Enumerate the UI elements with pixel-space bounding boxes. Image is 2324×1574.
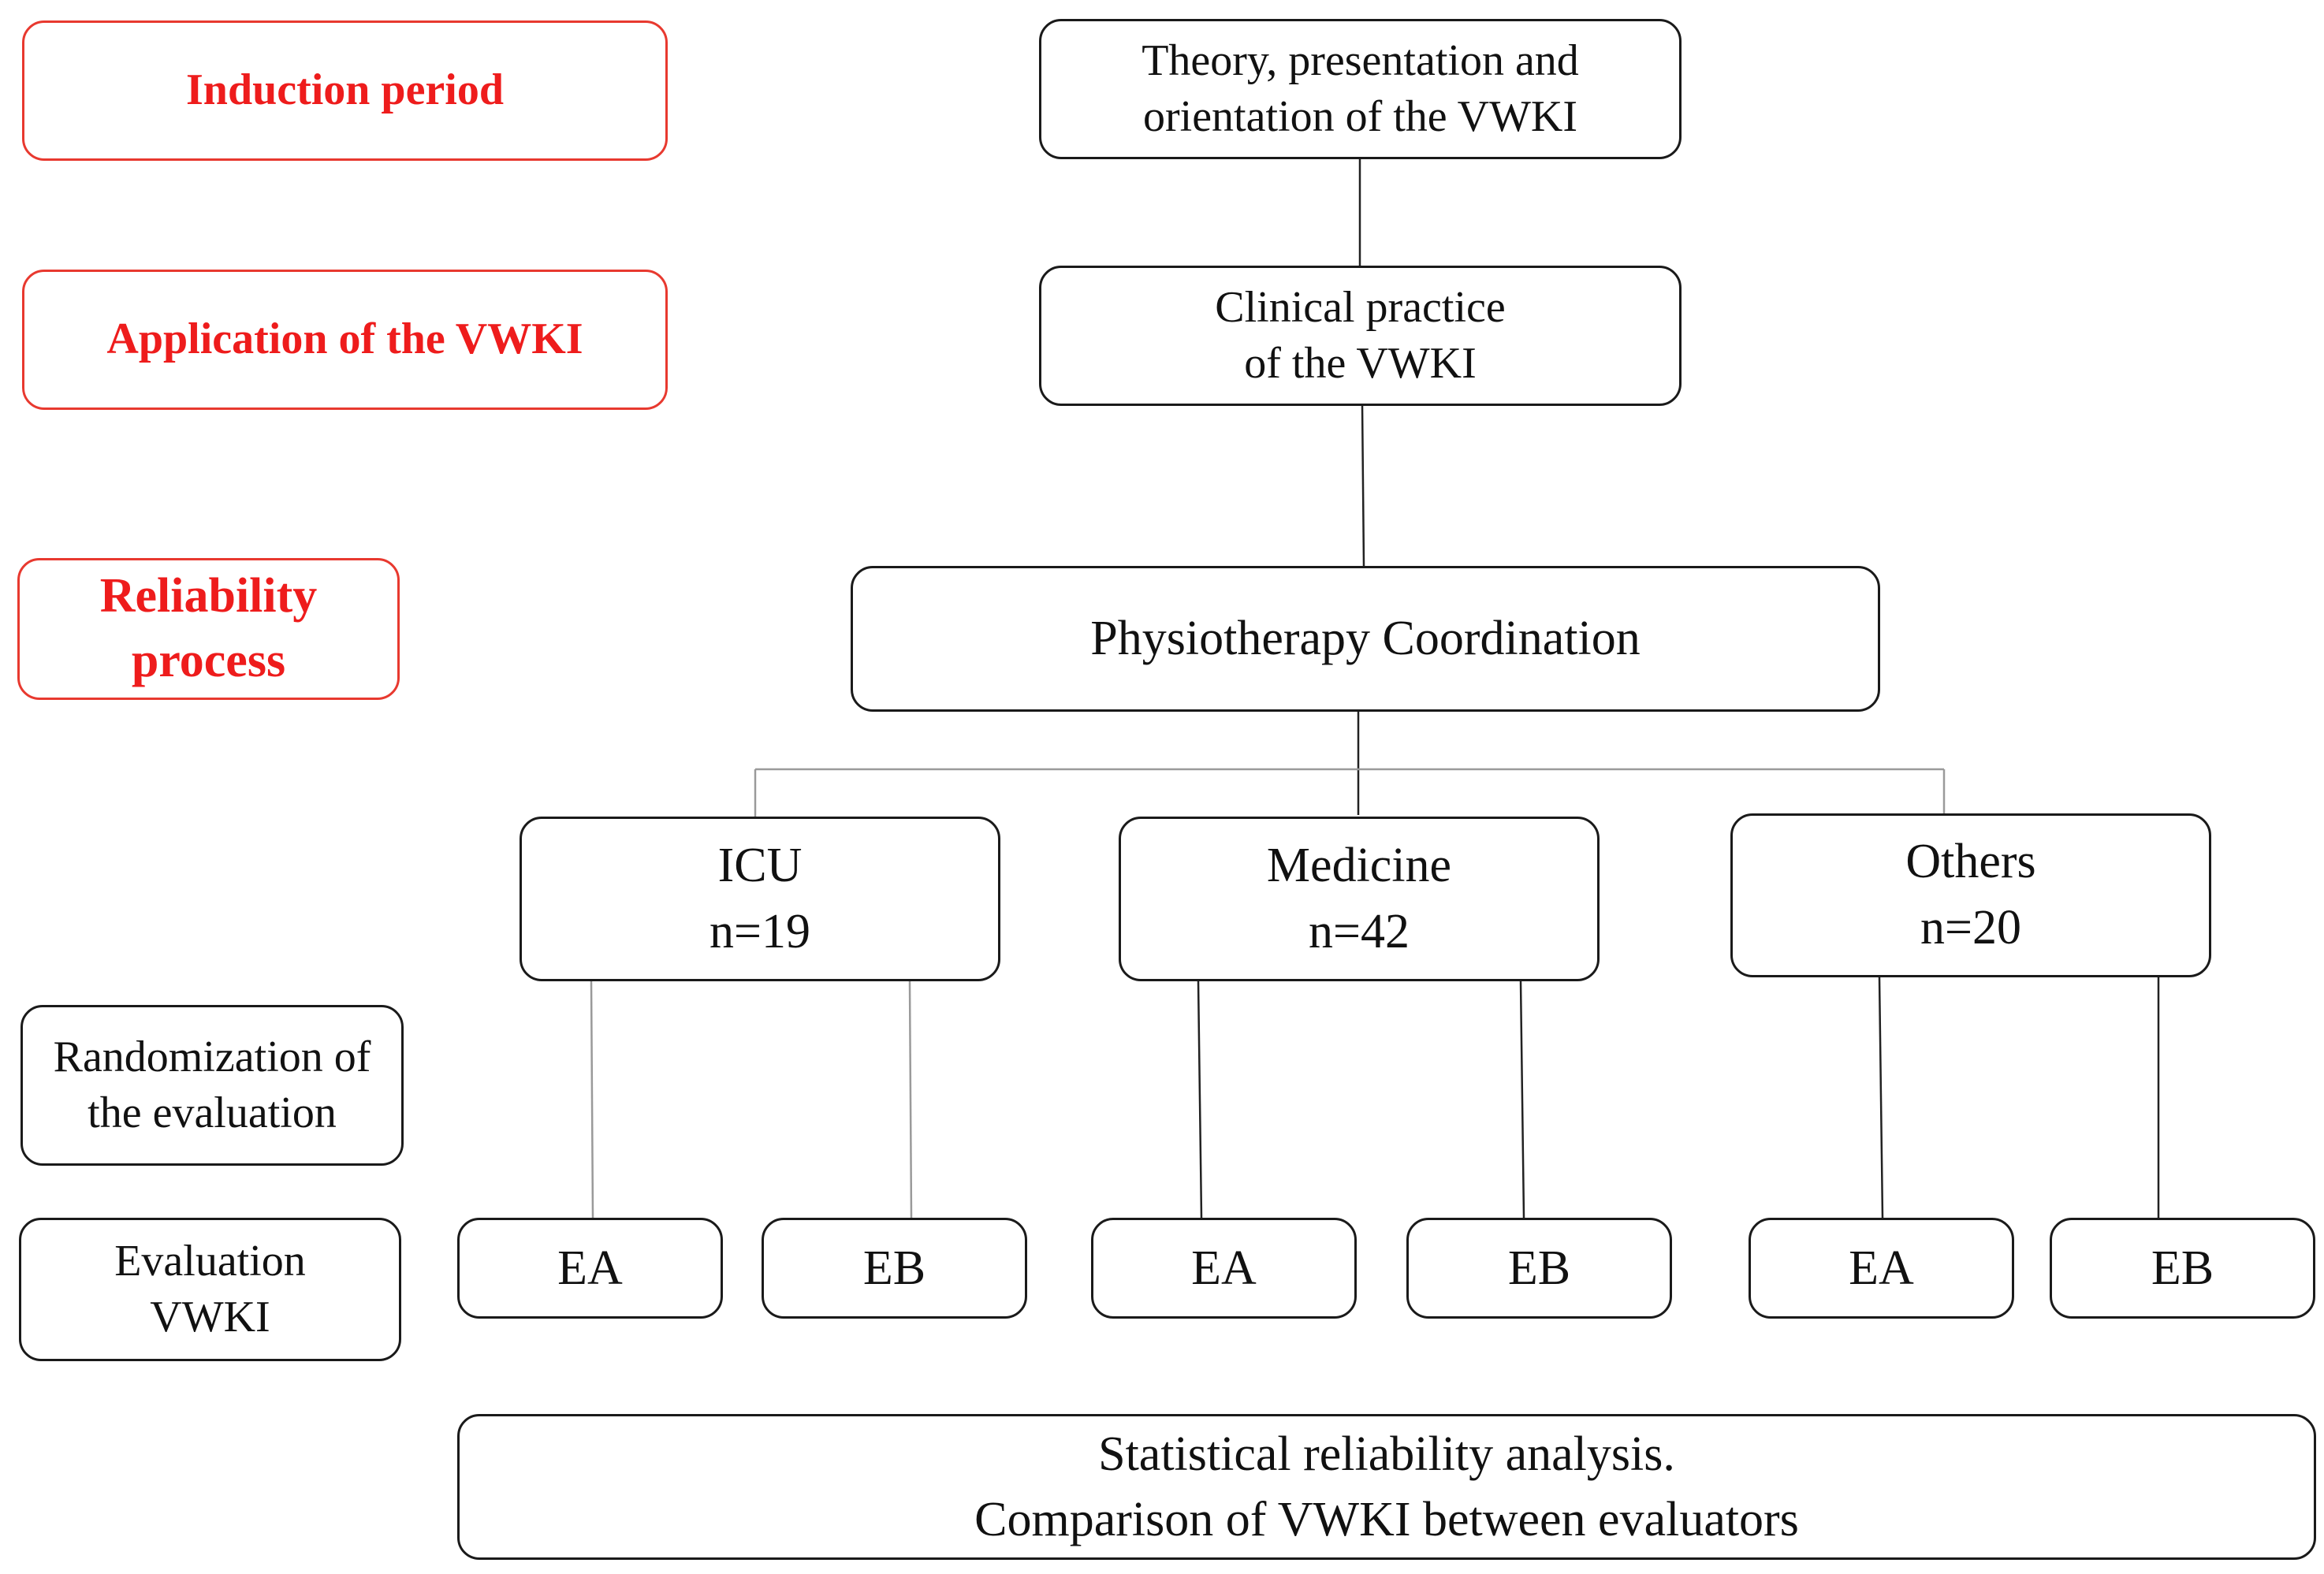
theory-text-line2: orientation of the VWKI: [1142, 92, 1578, 141]
group-icu-count: n=19: [709, 904, 810, 958]
group-medicine-name: Medicine: [1266, 838, 1452, 892]
clinical-text-line2: of the VWKI: [1244, 339, 1477, 388]
evaluation-text-line1: Evaluation: [114, 1236, 306, 1286]
theory-text-line1: Theory, presentation and: [1142, 35, 1579, 85]
evaluator-label: EB: [1507, 1241, 1571, 1295]
application-text: Application of the VWKI: [106, 314, 583, 364]
randomization-text-line1: Randomization of: [53, 1032, 371, 1081]
randomization-text-line2: the evaluation: [88, 1088, 337, 1137]
connector-icu-eb: [908, 980, 913, 1219]
induction-period-label: Induction period: [22, 20, 668, 161]
evaluator-label: EB: [2151, 1241, 2214, 1295]
reliability-text-line1: Reliability: [99, 569, 318, 623]
connector-others-ea: [1878, 977, 1884, 1219]
evaluator-medicine-eb: EB: [1406, 1218, 1672, 1319]
evaluator-label: EA: [557, 1241, 623, 1295]
connector-medicine-ea: [1197, 980, 1203, 1219]
evaluator-others-ea: EA: [1749, 1218, 2014, 1319]
evaluator-label: EA: [1191, 1241, 1257, 1295]
group-others-count: n=20: [1920, 901, 2021, 954]
connector-icu-ea: [590, 980, 594, 1219]
evaluation-vwki-label: Evaluation VWKI: [19, 1218, 401, 1361]
final-text-line2: Comparison of VWKI between evaluators: [974, 1492, 1799, 1546]
reliability-process-label: Reliability process: [17, 558, 400, 700]
coordination-text: Physiotherapy Coordination: [1090, 612, 1641, 666]
final-text-line1: Statistical reliability analysis.: [1098, 1427, 1675, 1482]
evaluation-text-line2: VWKI: [150, 1293, 270, 1341]
group-icu-box: ICU n=19: [520, 817, 1000, 981]
group-medicine-count: n=42: [1309, 904, 1410, 958]
evaluator-icu-eb: EB: [762, 1218, 1027, 1319]
application-label: Application of the VWKI: [22, 270, 668, 410]
theory-box: Theory, presentation and orientation of …: [1039, 19, 1682, 159]
group-others-box: Others n=20: [1730, 813, 2211, 977]
group-others-name: Others: [1905, 835, 2036, 889]
evaluator-others-eb: EB: [2050, 1218, 2315, 1319]
group-icu-name: ICU: [717, 838, 803, 892]
evaluator-medicine-ea: EA: [1091, 1218, 1357, 1319]
group-medicine-box: Medicine n=42: [1119, 817, 1600, 981]
statistical-analysis-box: Statistical reliability analysis. Compar…: [457, 1414, 2316, 1560]
evaluator-label: EB: [862, 1241, 926, 1295]
physiotherapy-coordination-box: Physiotherapy Coordination: [851, 566, 1880, 712]
evaluator-icu-ea: EA: [457, 1218, 723, 1319]
clinical-practice-box: Clinical practice of the VWKI: [1039, 266, 1682, 406]
reliability-text-line2: process: [131, 634, 286, 687]
evaluator-label: EA: [1849, 1241, 1914, 1295]
connector-clinical-coordination: [1361, 404, 1365, 567]
induction-period-text: Induction period: [186, 65, 504, 115]
randomization-label: Randomization of the evaluation: [20, 1005, 404, 1166]
connector-medicine-eb: [1519, 980, 1525, 1219]
clinical-text-line1: Clinical practice: [1215, 282, 1506, 332]
